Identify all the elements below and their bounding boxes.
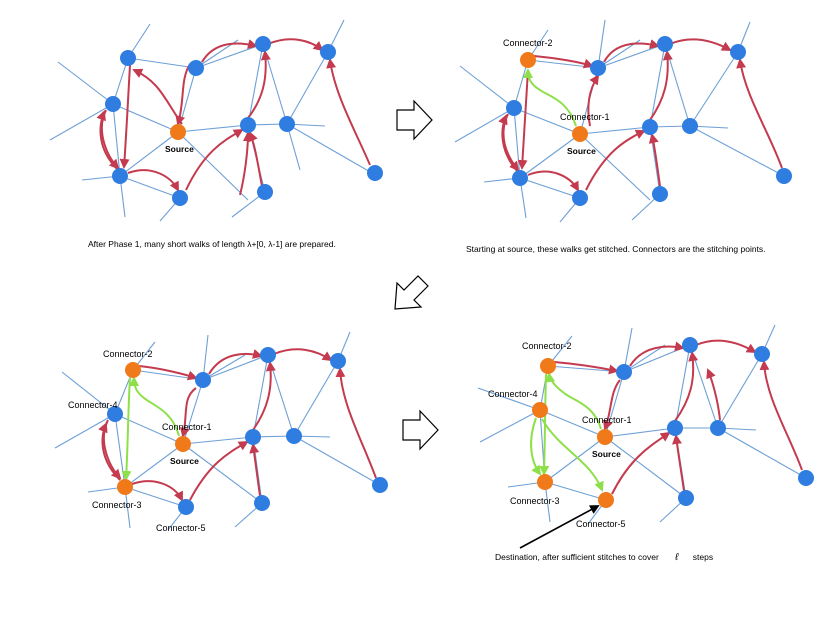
node <box>652 186 668 202</box>
stitch-arrows <box>530 372 604 492</box>
source-node <box>597 429 613 445</box>
graph-edges <box>49 19 373 222</box>
caption-panel-4-text: Destination, after sufficient stitches t… <box>495 552 659 562</box>
node <box>367 165 383 181</box>
node <box>710 420 726 436</box>
source-label: Source <box>567 146 596 156</box>
destination-pointer-arrow <box>519 505 600 549</box>
node <box>245 429 261 445</box>
connector-3-node <box>117 479 133 495</box>
connector-1-label: Connector-1 <box>560 112 610 122</box>
node <box>730 44 746 60</box>
connector-1-label: Connector-1 <box>162 422 212 432</box>
node <box>506 100 522 116</box>
connector-2-node <box>125 362 141 378</box>
graph-edges <box>477 324 807 525</box>
connector-5-label: Connector-5 <box>156 523 206 533</box>
node <box>120 50 136 66</box>
node <box>512 170 528 186</box>
graph-nodes <box>506 36 792 206</box>
connector-3-node <box>537 474 553 490</box>
source-node <box>175 436 191 452</box>
connector-2-label: Connector-2 <box>522 341 572 351</box>
destination-node <box>598 492 614 508</box>
graph-nodes <box>107 347 388 515</box>
graph-nodes <box>105 36 383 206</box>
node <box>572 190 588 206</box>
graph-edges <box>54 331 381 531</box>
connector-5-node <box>178 499 194 515</box>
connector-2-node <box>540 358 556 374</box>
walk-arrows <box>96 38 371 196</box>
node <box>172 190 188 206</box>
panel-4: Connector-2 Connector-4 Connector-1 Sour… <box>477 324 814 563</box>
source-node <box>170 124 186 140</box>
node <box>372 477 388 493</box>
node <box>590 60 606 76</box>
arrow-right-icon <box>396 99 433 141</box>
connector-2-label: Connector-2 <box>503 38 553 48</box>
connector-5-label: Connector-5 <box>576 519 626 529</box>
source-label: Source <box>170 456 199 466</box>
node <box>798 470 814 486</box>
source-label: Source <box>165 144 194 154</box>
source-label: Source <box>592 449 621 459</box>
node <box>616 364 632 380</box>
node <box>776 168 792 184</box>
connector-4-node <box>532 402 548 418</box>
node <box>260 347 276 363</box>
caption-panel-4-suffix: steps <box>693 552 713 562</box>
node <box>107 406 123 422</box>
node <box>286 428 302 444</box>
arrow-down-left-icon <box>394 275 429 310</box>
connector-2-node <box>520 52 536 68</box>
source-node <box>572 126 588 142</box>
node <box>642 119 658 135</box>
node <box>682 337 698 353</box>
connector-4-label: Connector-4 <box>488 389 538 399</box>
connector-3-label: Connector-3 <box>92 500 142 510</box>
panel-1: Source After Phase 1, many short walks o… <box>49 19 383 249</box>
node <box>667 420 683 436</box>
walk-arrows <box>498 38 783 192</box>
caption-panel-4: Destination, after sufficient stitches t… <box>495 552 713 563</box>
panel-3: Connector-2 Connector-4 Connector-1 Sour… <box>54 331 388 533</box>
stitch-arrows <box>121 376 180 481</box>
caption-panel-2: Starting at source, these walks get stit… <box>466 244 766 254</box>
walk-arrows <box>553 339 803 495</box>
node <box>105 96 121 112</box>
node <box>255 36 271 52</box>
stitch-arrows <box>523 68 577 127</box>
graph-nodes <box>532 337 814 508</box>
node <box>678 490 694 506</box>
node <box>195 372 211 388</box>
connector-1-label: Connector-1 <box>582 415 632 425</box>
caption-panel-1: After Phase 1, many short walks of lengt… <box>88 239 336 249</box>
node <box>254 495 270 511</box>
node <box>330 353 346 369</box>
node <box>240 117 256 133</box>
walk-arrows <box>98 348 377 502</box>
node <box>682 118 698 134</box>
connector-3-label: Connector-3 <box>510 496 560 506</box>
panel-2: Connector-2 Connector-1 Source Starting … <box>454 19 792 254</box>
arrow-right-icon <box>402 409 439 451</box>
node <box>257 184 273 200</box>
node <box>754 346 770 362</box>
node <box>320 44 336 60</box>
connector-4-label: Connector-4 <box>68 400 118 410</box>
node <box>657 36 673 52</box>
node <box>112 168 128 184</box>
node <box>188 60 204 76</box>
connector-2-label: Connector-2 <box>103 349 153 359</box>
node <box>279 116 295 132</box>
ell-symbol: ℓ <box>674 552 679 563</box>
